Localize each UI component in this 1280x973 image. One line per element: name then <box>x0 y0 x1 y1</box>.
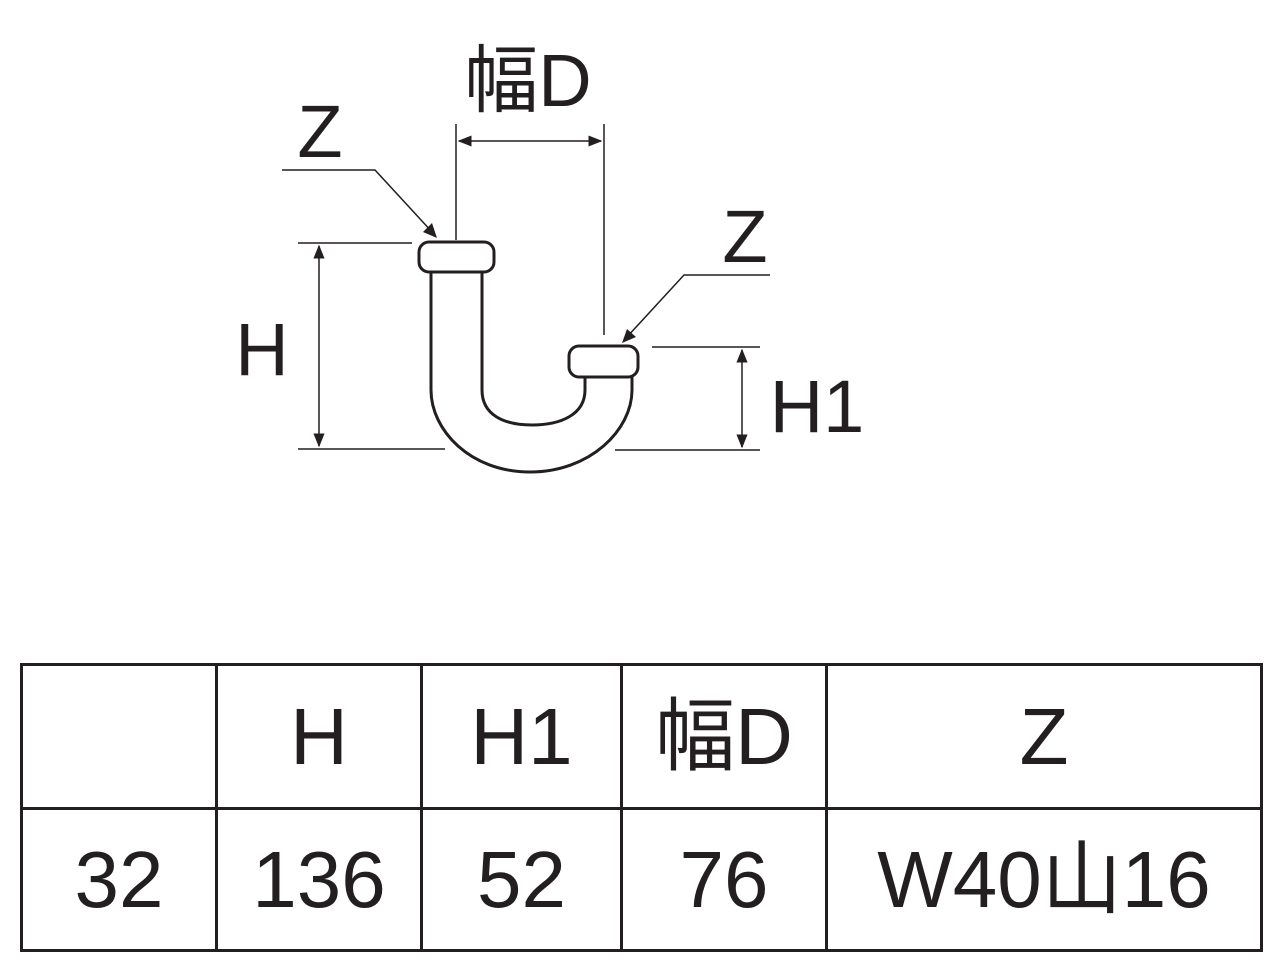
value-cell-width-d: 76 <box>620 807 828 952</box>
header-cell-width-d: 幅D <box>620 663 828 810</box>
value-cell-h: 136 <box>215 807 423 952</box>
z-right-leader <box>625 274 770 339</box>
table-header-row: H H1 幅D Z <box>20 663 1263 810</box>
h-label: H <box>235 308 288 391</box>
right-nut <box>567 344 640 379</box>
value-cell-z: W40山16 <box>825 807 1263 952</box>
h1-label: H1 <box>770 365 865 448</box>
header-cell-blank <box>20 663 218 810</box>
z-right-arrowhead <box>622 329 636 343</box>
z-left-leader <box>282 169 434 234</box>
pipe-trap-diagram: 幅D H H1 Z Z <box>235 39 865 474</box>
header-cell-h: H <box>215 663 423 810</box>
table-value-row: 32 136 52 76 W40山16 <box>20 807 1263 952</box>
header-cell-h1: H1 <box>420 663 623 810</box>
value-cell-size: 32 <box>20 807 218 952</box>
left-nut <box>417 240 496 274</box>
z-left-label: Z <box>297 90 342 173</box>
header-cell-z: Z <box>825 663 1263 810</box>
z-left-arrowhead <box>423 223 437 238</box>
width-d-label: 幅D <box>464 39 591 122</box>
trap-pipe <box>429 271 634 474</box>
value-cell-h1: 52 <box>420 807 623 952</box>
z-right-label: Z <box>722 195 767 278</box>
spec-table: H H1 幅D Z 32 136 52 76 W40山16 <box>20 663 1263 952</box>
